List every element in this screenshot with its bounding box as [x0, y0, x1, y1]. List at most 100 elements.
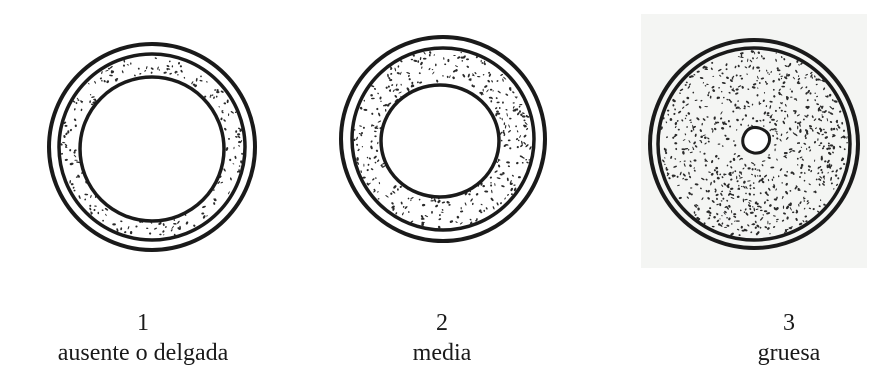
figure-2-medium-wall: 2 media — [290, 0, 580, 372]
stipple-dot — [395, 88, 399, 90]
stipple-dot — [94, 205, 97, 206]
stipple-dot — [394, 68, 396, 72]
stipple-dot — [759, 101, 760, 105]
stipple-dot — [460, 52, 462, 54]
stipple-dot — [361, 132, 364, 135]
stipple-dot — [707, 197, 711, 201]
stipple-dot — [169, 72, 172, 74]
stipple-dot — [694, 145, 697, 148]
figure-2-number: 2 — [297, 310, 587, 336]
stipple-dot — [748, 192, 751, 195]
stipple-dot — [740, 52, 744, 55]
stipple-dot — [692, 91, 694, 93]
stipple-dot — [768, 187, 771, 191]
stipple-dot — [220, 90, 224, 93]
stipple-dot — [675, 126, 677, 129]
stipple-dot — [776, 137, 779, 140]
stipple-dot — [516, 162, 519, 165]
stipple-dot — [515, 125, 517, 127]
stipple-dot — [498, 159, 500, 163]
stipple-dot — [413, 60, 417, 63]
stipple-dot — [772, 135, 775, 138]
lumen-outline — [80, 77, 224, 221]
stipple-dot — [487, 79, 491, 83]
stipple-dot — [726, 99, 728, 101]
stipple-dot — [683, 139, 686, 141]
stipple-dot — [709, 214, 712, 217]
stipple-dot — [774, 130, 777, 132]
stipple-dot — [363, 109, 367, 111]
stipple-dot — [366, 169, 369, 172]
stipple-dot — [803, 142, 806, 145]
stipple-dot — [802, 220, 805, 223]
stipple-dot — [781, 78, 782, 80]
stipple-dot — [163, 71, 167, 74]
stipple-dot — [833, 146, 836, 150]
stipple-dot — [74, 160, 77, 161]
stipple-dot — [84, 194, 88, 196]
stipple-dot — [370, 94, 373, 97]
stipple-dot — [679, 161, 681, 163]
stipple-dot — [721, 222, 723, 225]
stipple-dot — [486, 89, 489, 92]
stipple-dot — [218, 106, 220, 108]
stipple-dot — [69, 180, 71, 184]
stipple-dot — [839, 145, 842, 148]
stipple-dot — [506, 161, 510, 164]
stipple-dot — [790, 88, 792, 89]
stipple-dot — [494, 170, 498, 173]
stipple-dot — [768, 179, 770, 182]
stipple-dot — [837, 126, 840, 130]
stipple-dot — [721, 91, 723, 93]
stipple-dot — [490, 182, 492, 184]
stipple-dot — [770, 166, 774, 168]
stipple-dot — [662, 159, 665, 163]
stipple-dot — [827, 159, 831, 163]
stipple-dot — [756, 66, 760, 68]
stipple-dot — [733, 140, 735, 142]
stipple-dot — [392, 89, 395, 92]
stipple-dot — [774, 122, 778, 126]
stipple-dot — [689, 83, 692, 86]
stipple-dot — [677, 184, 680, 186]
stipple-dot — [747, 124, 749, 126]
stipple-dot — [461, 60, 463, 62]
stipple-dot — [784, 174, 788, 177]
stipple-dot — [123, 64, 126, 67]
stipple-dot — [679, 171, 682, 175]
stipple-dot — [501, 118, 503, 121]
stipple-dot — [781, 219, 784, 222]
stipple-dot — [716, 198, 718, 201]
stipple-dot — [444, 63, 446, 65]
stipple-dot — [798, 204, 800, 207]
stipple-dot — [468, 78, 472, 81]
stipple-dot — [78, 195, 81, 199]
stipple-dot — [783, 58, 786, 61]
stipple-dot — [362, 146, 364, 148]
stipple-dot — [804, 77, 806, 78]
stipple-dot — [725, 63, 728, 66]
stipple-dot — [146, 228, 148, 229]
stipple-dot — [728, 92, 731, 94]
stipple-dot — [466, 65, 469, 68]
stipple-dot — [674, 108, 676, 110]
stipple-dot — [750, 211, 754, 214]
stipple-dot — [684, 117, 686, 119]
stipple-dot — [784, 65, 787, 68]
stipple-dot — [735, 74, 738, 77]
stipple-dot — [833, 100, 837, 103]
stipple-dot — [503, 76, 507, 79]
stipple-dot — [433, 54, 435, 56]
stipple-dot — [811, 115, 814, 118]
stipple-dot — [150, 67, 154, 70]
stipple-dot — [496, 101, 499, 103]
stipple-dot — [359, 125, 362, 127]
stipple-dot — [818, 183, 820, 186]
stipple-dot — [756, 94, 759, 97]
stipple-dot — [239, 165, 241, 167]
stipple-dot — [823, 87, 826, 90]
stipple-dot — [144, 70, 146, 72]
stipple-dot — [713, 180, 715, 183]
stipple-dot — [763, 125, 765, 127]
